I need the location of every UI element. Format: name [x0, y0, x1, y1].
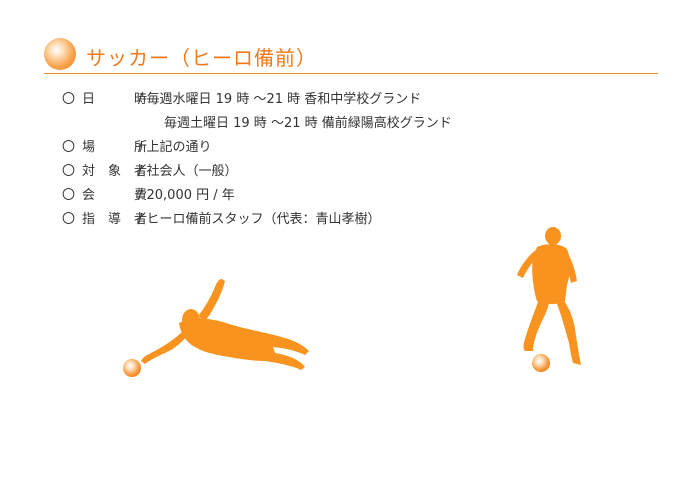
info-value-schedule: / 毎週水曜日 19 時 ～21 時 香和中学校グランド: [138, 92, 422, 107]
info-label-coach: 指 導 者: [82, 212, 148, 227]
info-label-place: 場 所: [82, 140, 148, 155]
runner-silhouette: [517, 227, 581, 372]
info-value-target: / 社会人（一般）: [138, 164, 238, 179]
bullet-circle-icon: 〇: [62, 92, 76, 107]
diving-player-figure: [141, 279, 309, 370]
info-value-coach: / ヒーロ備前スタッフ（代表：青山孝樹）: [138, 212, 381, 227]
page-title-bar: サッカー（ヒーロ備前）: [44, 36, 658, 74]
soccer-ball-icon: [123, 359, 141, 377]
info-label-fee: 会 費: [82, 188, 148, 203]
goalkeeper-silhouette: [123, 279, 309, 377]
bullet-circle-icon: 〇: [62, 164, 76, 179]
running-player-figure: [517, 227, 581, 365]
info-value-schedule-saturday: 毎週土曜日 19 時 ～21 時 備前緑陽高校グランド: [164, 116, 452, 131]
page-title: サッカー（ヒーロ備前）: [86, 46, 317, 70]
soccer-ball-icon: [532, 354, 550, 372]
info-label-schedule: 日 時: [82, 92, 148, 107]
info-label-target: 対 象 者: [82, 164, 148, 179]
bullet-circle-icon: 〇: [62, 212, 76, 227]
soccer-ball-icon: [44, 38, 76, 70]
info-value-fee: / 20,000 円 / 年: [138, 188, 235, 203]
bullet-circle-icon: 〇: [62, 188, 76, 203]
bullet-circle-icon: 〇: [62, 140, 76, 155]
info-value-place: / 上記の通り: [138, 140, 212, 155]
